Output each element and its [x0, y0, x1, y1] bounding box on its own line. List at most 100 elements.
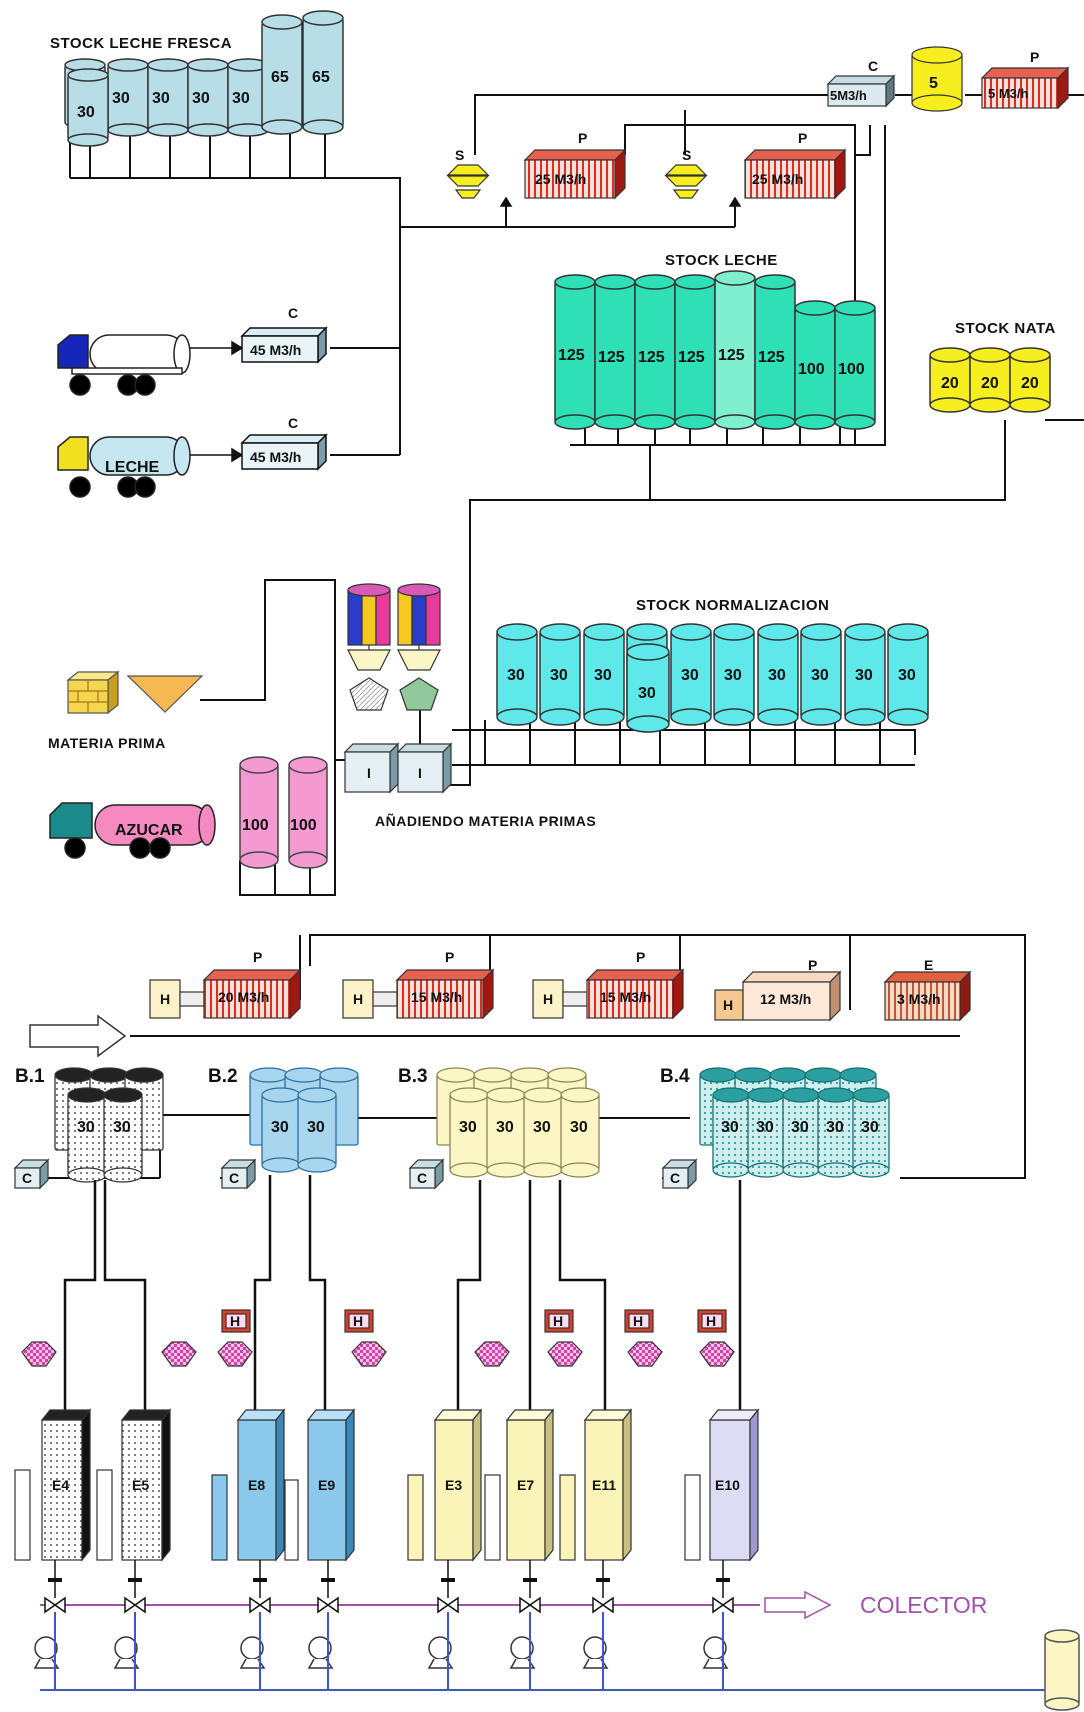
b4-tank-4-label: 30	[826, 1119, 844, 1136]
c-unit-top-letter: C	[868, 58, 878, 74]
battery-1-label: B.1	[15, 1066, 45, 1087]
pump-p2-rate: 25 M3/h	[752, 171, 803, 187]
b3-tank-1-label: 30	[459, 1119, 477, 1136]
pr-3-letter: P	[636, 949, 645, 965]
pr-1-letter: P	[253, 949, 262, 965]
stock-nata-label: STOCK NATA	[955, 320, 1056, 337]
small-yellow-tank-label: 5	[929, 75, 938, 92]
lf-tank-1-label: 30	[77, 104, 95, 121]
c-unit-2-letter: C	[288, 415, 298, 431]
pr-3-h: H	[543, 991, 553, 1007]
battery-2-tanks	[250, 1068, 358, 1172]
lf-tank-5-label: 30	[232, 90, 250, 107]
pr-3-rate: 15 M3/h	[600, 989, 651, 1005]
pr-2-rate: 15 M3/h	[411, 989, 462, 1005]
battery-1-tanks	[55, 1068, 163, 1182]
norm-tank-10-label: 30	[898, 667, 916, 684]
pr-2-letter: P	[445, 949, 454, 965]
filler-e11-label: E11	[592, 1477, 616, 1493]
stock-normalizacion-label: STOCK NORMALIZACION	[636, 597, 829, 614]
norm-tank-7-label: 30	[768, 667, 786, 684]
nata-tank-1-label: 20	[941, 375, 959, 392]
heater-5-label: H	[706, 1313, 716, 1329]
b1-c-label: C	[22, 1170, 32, 1186]
pump-top-rate: 5 M3/h	[988, 86, 1029, 101]
pr-4-rate: 12 M3/h	[760, 991, 811, 1007]
leche-tank-7-label: 100	[798, 361, 825, 378]
heater-1-label: H	[230, 1313, 240, 1329]
pr-5-rate: 3 M3/h	[897, 991, 941, 1007]
b3-c-label: C	[417, 1170, 427, 1186]
heater-4-label: H	[633, 1313, 643, 1329]
mixer-units	[345, 744, 451, 792]
heater-2-label: H	[353, 1313, 363, 1329]
truck-1	[58, 335, 190, 395]
collector-label: COLECTOR	[860, 1592, 987, 1618]
b4-tank-3-label: 30	[791, 1119, 809, 1136]
truck-azucar-label: AZUCAR	[115, 822, 183, 839]
process-row-units	[150, 970, 970, 1020]
norm-tank-1-label: 30	[507, 667, 525, 684]
pr-4-letter: P	[808, 957, 817, 973]
norm-tank-9-label: 30	[855, 667, 873, 684]
pump-p2-letter: P	[798, 130, 807, 146]
stock-leche-fresca-label: STOCK LECHE FRESCA	[50, 35, 232, 52]
separator-arrows	[501, 198, 740, 206]
b4-tank-5-label: 30	[861, 1119, 879, 1136]
norm-tank-6-label: 30	[724, 667, 742, 684]
b1-tank-2-label: 30	[113, 1119, 131, 1136]
separator-2-letter: S	[682, 147, 691, 163]
ingredient-feeder-1	[348, 584, 390, 710]
ingredient-feeder-2	[398, 584, 440, 710]
filler-feed-pipes	[65, 1175, 740, 1410]
materia-prima-box	[68, 672, 118, 713]
lf-tank-7-label: 65	[271, 69, 289, 86]
collector-arrow	[765, 1592, 830, 1618]
lf-tank-4-label: 30	[192, 90, 210, 107]
nata-tank-3-label: 20	[1021, 375, 1039, 392]
separator-1	[448, 165, 488, 198]
norm-tank-2-label: 30	[550, 667, 568, 684]
small-heaters	[222, 1310, 726, 1332]
azucar-tanks	[240, 757, 327, 868]
lf-tank-3-label: 30	[152, 90, 170, 107]
norm-tank-4-label: 30	[638, 685, 656, 702]
leche-tank-6-label: 125	[758, 349, 785, 366]
filler-e10-label: E10	[715, 1477, 740, 1493]
filler-e8-label: E8	[248, 1477, 265, 1493]
heater-3-label: H	[553, 1313, 563, 1329]
separator-2	[666, 165, 706, 198]
b2-c-label: C	[229, 1170, 239, 1186]
stock-leche-label: STOCK LECHE	[665, 252, 778, 269]
filler-e7-label: E7	[517, 1477, 534, 1493]
azucar-tank-1-label: 100	[242, 817, 269, 834]
truck-leche-label: LECHE	[105, 459, 160, 476]
leche-tank-2-label: 125	[598, 349, 625, 366]
b4-c-label: C	[670, 1170, 680, 1186]
battery-4-label: B.4	[660, 1066, 690, 1087]
pump-p1-rate: 25 M3/h	[535, 171, 586, 187]
b1-tank-1-label: 30	[77, 1119, 95, 1136]
pr-5-letter: E	[924, 957, 933, 973]
return-line	[40, 1612, 1050, 1690]
mixer-1-label: I	[367, 765, 371, 781]
dosing-filters	[22, 1342, 734, 1366]
norm-tank-8-label: 30	[811, 667, 829, 684]
b3-tank-2-label: 30	[496, 1119, 514, 1136]
leche-tank-3-label: 125	[638, 349, 665, 366]
return-tank	[1045, 1630, 1079, 1710]
c-unit-1-rate: 45 M3/h	[250, 342, 301, 358]
b3-tank-4-label: 30	[570, 1119, 588, 1136]
leche-tank-4-label: 125	[678, 349, 705, 366]
filler-units	[15, 1410, 758, 1560]
filler-e3-label: E3	[445, 1477, 462, 1493]
pump-p1-letter: P	[578, 130, 587, 146]
filler-e5-label: E5	[132, 1477, 149, 1493]
filler-e9-label: E9	[318, 1477, 335, 1493]
leche-fresca-tanks	[65, 11, 343, 146]
pr-1-rate: 20 M3/h	[218, 989, 269, 1005]
b4-tank-2-label: 30	[756, 1119, 774, 1136]
lf-tank-2-label: 30	[112, 90, 130, 107]
anadiendo-label: AÑADIENDO MATERIA PRIMAS	[375, 812, 596, 829]
